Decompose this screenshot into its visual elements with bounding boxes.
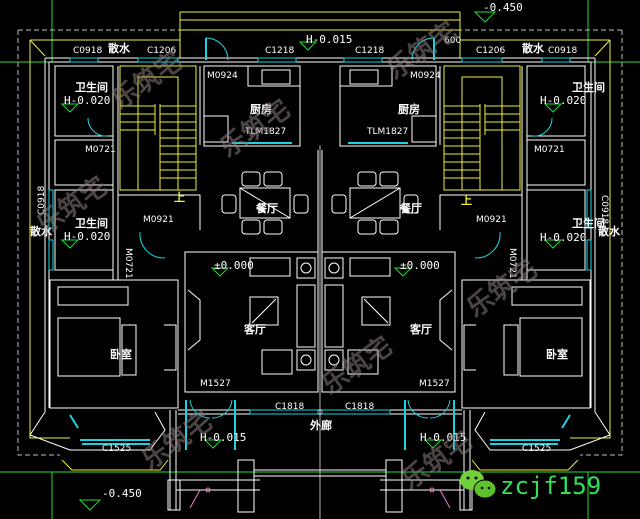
window-label: C1206 (147, 46, 176, 56)
level-label: ±0.000 (214, 259, 254, 272)
level-label: H-0.015 (200, 431, 246, 444)
apron-label: 散水 (522, 41, 545, 55)
room-label-kitchen: 厨房 (250, 102, 272, 116)
window-label: C1525 (102, 444, 131, 454)
watermark: 乐筑宅 (316, 331, 398, 401)
level-label: H-0.015 (306, 33, 352, 46)
dimension-label: 600 (444, 36, 461, 46)
level-label: H-0.020 (540, 231, 586, 244)
room-label-kitchen: 厨房 (398, 102, 420, 116)
right-unit (317, 0, 640, 519)
room-label-bedroom: 卧室 (110, 347, 132, 361)
wechat-icon (460, 470, 497, 499)
level-label: -0.450 (102, 487, 142, 500)
door-label: M0721 (534, 145, 565, 155)
door-label: M1527 (419, 379, 450, 389)
room-label-living: 客厅 (409, 322, 432, 336)
window-label: C0918 (548, 46, 577, 56)
room-label-dining: 餐厅 (399, 201, 422, 215)
door-label: M0721 (507, 248, 517, 279)
door-label: M0924 (410, 71, 441, 81)
door-label: M0721 (123, 248, 133, 279)
level-label: H-0.020 (64, 230, 110, 243)
window-label: C1818 (345, 402, 374, 412)
room-label-bathroom: 卫生间 (75, 216, 108, 230)
window-label: C1818 (275, 402, 304, 412)
room-label-bedroom: 卧室 (546, 347, 568, 361)
window-label: C1218 (265, 46, 294, 56)
door-label: M1527 (200, 379, 231, 389)
window-label: C0918 (37, 186, 47, 215)
brand-id: zcjf159 (500, 472, 601, 500)
window-label: TLM1827 (244, 127, 286, 137)
window-label: TLM1827 (366, 127, 408, 137)
door-label: M0721 (85, 145, 116, 155)
watermark: 乐筑宅 (461, 254, 543, 324)
window-label: C0918 (73, 46, 102, 56)
room-label-veranda: 外廊 (309, 418, 332, 432)
room-label-bathroom: 卫生间 (572, 80, 605, 94)
door-label: M0924 (207, 71, 238, 81)
door-label: M0921 (476, 215, 507, 225)
apron-label: 散水 (108, 41, 131, 55)
level-label: ±0.000 (400, 259, 440, 272)
window-label: C1206 (476, 46, 505, 56)
window-label: C1218 (355, 46, 384, 56)
apron-label: 散水 (598, 224, 621, 238)
door-label: M0921 (143, 215, 174, 225)
room-label-dining: 餐厅 (255, 201, 278, 215)
level-label: -0.450 (483, 1, 523, 14)
level-label: H-0.020 (540, 94, 586, 107)
room-label-living: 客厅 (243, 322, 266, 336)
stair-up-label: 上 (174, 190, 185, 204)
level-markers (60, 11, 563, 511)
level-label: H-0.015 (420, 431, 466, 444)
apron-label: 散水 (30, 224, 53, 238)
room-label-bathroom: 卫生间 (75, 80, 108, 94)
stair-up-label: 上 (461, 193, 472, 207)
window-label: C1525 (522, 444, 551, 454)
window-label: C0918 (599, 195, 609, 224)
level-label: H-0.020 (64, 94, 110, 107)
room-label-bathroom: 卫生间 (572, 216, 605, 230)
